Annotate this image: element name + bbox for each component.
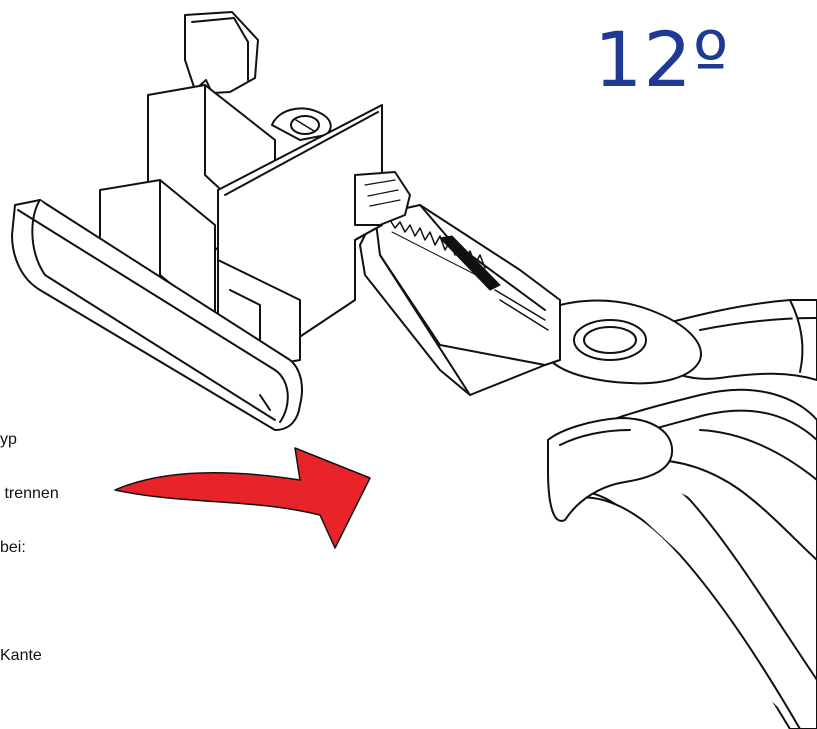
instruction-line-5: Kante (0, 647, 42, 664)
instruction-line-2: trennen (0, 485, 59, 502)
instruction-line-3: bei: (0, 539, 26, 556)
pliers (359, 204, 817, 729)
instruction-text: yp trennen bei: Kante (0, 395, 59, 683)
instruction-line-4 (0, 593, 59, 611)
connector-module (11, 11, 411, 431)
instruction-line-1: yp (0, 431, 17, 448)
rotation-arrow-icon (114, 447, 371, 549)
angle-label: 12º (594, 15, 730, 104)
